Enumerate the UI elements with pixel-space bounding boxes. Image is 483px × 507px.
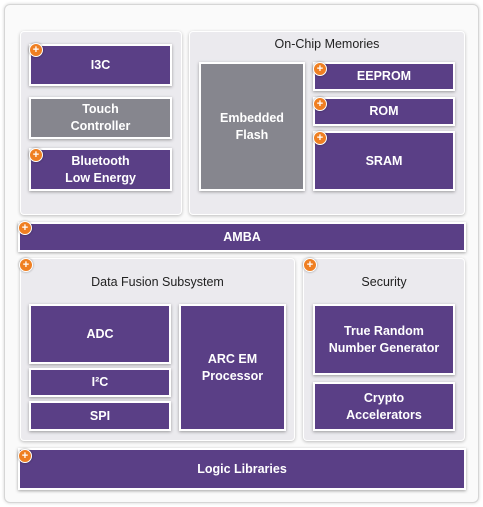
plus-icon: + — [29, 148, 43, 162]
crypto-accelerators-block: Crypto Accelerators — [313, 382, 455, 431]
plus-icon: + — [29, 43, 43, 57]
plus-icon: + — [18, 221, 32, 235]
logic-libraries-block: Logic Libraries — [18, 448, 466, 490]
spi-block: SPI — [29, 401, 171, 431]
plus-icon: + — [313, 97, 327, 111]
plus-icon: + — [18, 449, 32, 463]
plus-icon: + — [303, 258, 317, 272]
data-fusion-title: Data Fusion Subsystem — [91, 275, 224, 289]
trng-block: True Random Number Generator — [313, 304, 455, 375]
plus-icon: + — [19, 258, 33, 272]
bluetooth-le-block: Bluetooth Low Energy — [29, 148, 172, 191]
i3c-block: I3C — [29, 44, 172, 86]
on-chip-memories-title: On-Chip Memories — [274, 37, 380, 51]
rom-block: ROM — [313, 97, 455, 126]
plus-icon: + — [313, 62, 327, 76]
security-title: Security — [361, 275, 407, 289]
adc-block: ADC — [29, 304, 171, 364]
sram-block: SRAM — [313, 131, 455, 191]
i2c-block: I²C — [29, 368, 171, 397]
plus-icon: + — [313, 131, 327, 145]
touch-controller-block: Touch Controller — [29, 97, 172, 139]
eeprom-block: EEPROM — [313, 62, 455, 91]
amba-bus: AMBA — [18, 222, 466, 252]
embedded-flash-block: Embedded Flash — [199, 62, 305, 191]
arc-em-processor-block: ARC EM Processor — [179, 304, 286, 431]
